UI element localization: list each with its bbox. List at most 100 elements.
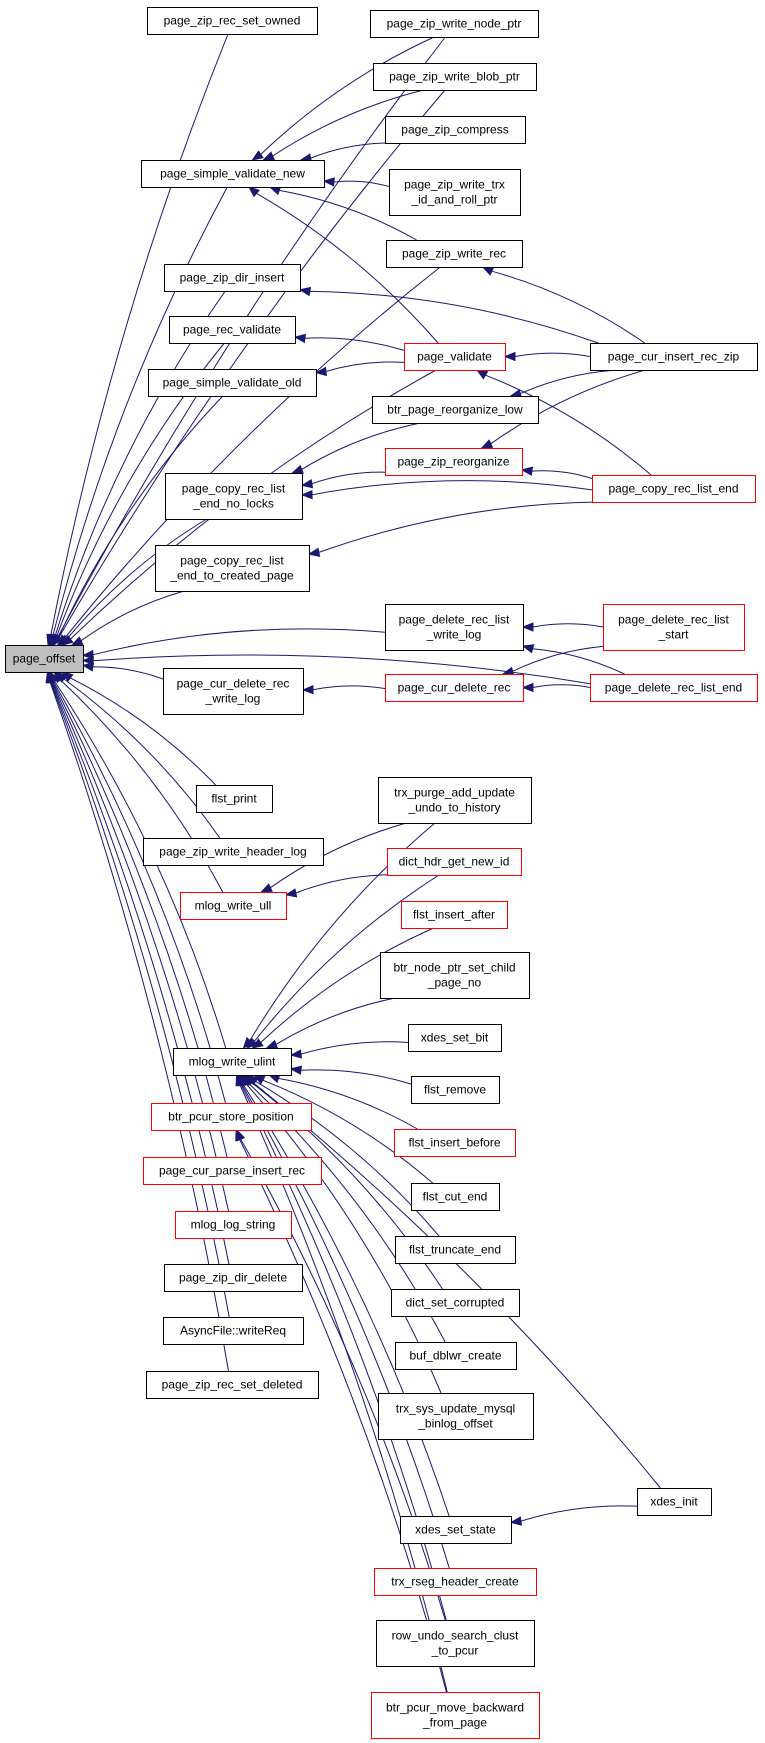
node-label: page_zip_write_rec xyxy=(402,247,506,261)
arrowhead-icon xyxy=(475,369,489,380)
node-btr-page-reorganize-low[interactable]: btr_page_reorganize_low xyxy=(372,396,539,424)
node-page-zip-rec-set-deleted[interactable]: page_zip_rec_set_deleted xyxy=(146,1371,319,1399)
node-box xyxy=(180,892,287,920)
node-dict-set-corrupted[interactable]: dict_set_corrupted xyxy=(391,1289,520,1317)
node-label: page_zip_dir_insert xyxy=(180,271,285,285)
node-box xyxy=(411,1183,500,1211)
node-mlog-write-ull[interactable]: mlog_write_ull xyxy=(180,892,287,920)
node-page-zip-write-header-log[interactable]: page_zip_write_header_log xyxy=(143,838,324,866)
node-mlog-write-ulint[interactable]: mlog_write_ulint xyxy=(173,1048,292,1076)
node-trx-rseg-header-create[interactable]: trx_rseg_header_create xyxy=(374,1568,537,1596)
node-label: _from_page xyxy=(422,1716,487,1730)
arrowhead-icon xyxy=(251,150,264,161)
node-box xyxy=(5,645,84,673)
node-page-cur-insert-rec-zip[interactable]: page_cur_insert_rec_zip xyxy=(590,343,758,371)
node-page-cur-delete-rec[interactable]: page_cur_delete_rec xyxy=(385,674,524,702)
node-label: flst_print xyxy=(211,792,257,806)
node-page-offset[interactable]: page_offset xyxy=(5,645,84,673)
arrowhead-icon xyxy=(314,366,327,377)
node-label: page_cur_parse_insert_rec xyxy=(159,1164,305,1178)
edge-page_copy_rec_list_end-to-page_zip_reorganize xyxy=(520,466,593,479)
edge-line xyxy=(278,1077,418,1130)
node-box xyxy=(169,316,296,344)
node-label: xdes_set_bit xyxy=(421,1031,489,1045)
node-page-zip-dir-insert[interactable]: page_zip_dir_insert xyxy=(164,264,301,292)
node-dict-hdr-get-new-id[interactable]: dict_hdr_get_new_id xyxy=(387,848,522,876)
node-label: page_zip_reorganize xyxy=(397,455,509,469)
node-label: btr_pcur_move_backward xyxy=(386,1701,524,1715)
node-xdes-set-bit[interactable]: xdes_set_bit xyxy=(408,1024,502,1052)
node-trx-purge-add-update-undo-to-history[interactable]: trx_purge_add_update_undo_to_history xyxy=(378,777,532,824)
node-page-simple-validate-new[interactable]: page_simple_validate_new xyxy=(141,160,325,188)
node-page-simple-validate-old[interactable]: page_simple_validate_old xyxy=(148,369,317,397)
edge-line xyxy=(262,1079,434,1184)
edge-line xyxy=(249,822,436,1041)
node-flst-print[interactable]: flst_print xyxy=(196,785,273,813)
edge-line xyxy=(300,1069,412,1085)
node-flst-insert-after[interactable]: flst_insert_after xyxy=(401,901,508,929)
node-label: page_delete_rec_list xyxy=(399,613,510,627)
node-label: page_validate xyxy=(417,350,492,364)
node-box xyxy=(175,1211,292,1239)
node-page-copy-rec-list-end-no-locks[interactable]: page_copy_rec_list_end_no_locks xyxy=(165,473,303,520)
node-page-cur-delete-rec-write-log[interactable]: page_cur_delete_rec_write_log xyxy=(163,668,304,715)
node-page-validate[interactable]: page_validate xyxy=(404,343,506,371)
node-page-zip-dir-delete[interactable]: page_zip_dir_delete xyxy=(164,1264,303,1292)
node-page-copy-rec-list-end[interactable]: page_copy_rec_list_end xyxy=(592,475,756,503)
node-xdes-init[interactable]: xdes_init xyxy=(637,1488,712,1516)
node-page-zip-rec-set-owned[interactable]: page_zip_rec_set_owned xyxy=(147,7,318,35)
node-page-rec-validate[interactable]: page_rec_validate xyxy=(169,316,296,344)
edge-line xyxy=(300,1041,409,1055)
node-flst-cut-end[interactable]: flst_cut_end xyxy=(411,1183,500,1211)
node-btr-pcur-move-backward-from-page[interactable]: btr_pcur_move_backward_from_page xyxy=(371,1692,540,1739)
arrowhead-icon xyxy=(244,1074,257,1086)
node-box xyxy=(387,848,522,876)
node-page-zip-write-trx-id-and-roll-ptr[interactable]: page_zip_write_trx_id_and_roll_ptr xyxy=(389,169,521,216)
node-label: mlog_write_ull xyxy=(195,899,272,913)
node-label: page_zip_rec_set_deleted xyxy=(162,1378,303,1392)
node-page-copy-rec-list-end-to-created-page[interactable]: page_copy_rec_list_end_to_created_page xyxy=(155,545,310,592)
node-flst-remove[interactable]: flst_remove xyxy=(411,1076,500,1104)
node-page-zip-reorganize[interactable]: page_zip_reorganize xyxy=(385,448,523,476)
node-trx-sys-update-mysql-binlog-offset[interactable]: trx_sys_update_mysql_binlog_offset xyxy=(378,1393,534,1440)
node-page-zip-write-rec[interactable]: page_zip_write_rec xyxy=(386,240,523,268)
arrowhead-icon xyxy=(45,670,55,684)
node-box xyxy=(385,116,526,144)
edge-line xyxy=(240,1138,446,1621)
node-xdes-set-state[interactable]: xdes_set_state xyxy=(400,1516,512,1544)
edge-dict_hdr_get_new_id-to-mlog_write_ull xyxy=(284,874,388,898)
node-label: page_zip_write_node_ptr xyxy=(387,17,522,31)
edge-page_zip_write_trx_id_and_roll_ptr-to-page_simple_validate_new xyxy=(322,177,390,187)
node-label: row_undo_search_clust xyxy=(392,1629,519,1643)
edge-line xyxy=(51,681,229,1212)
node-btr-pcur-store-position[interactable]: btr_pcur_store_position xyxy=(151,1103,312,1131)
node-page-zip-write-blob-ptr[interactable]: page_zip_write_blob_ptr xyxy=(373,63,537,91)
edge-btr_node_ptr_set_child_page_no-to-mlog_write_ulint xyxy=(265,997,396,1049)
node-label: page_cur_delete_rec xyxy=(177,677,290,691)
node-label: AsyncFile::writeReq xyxy=(180,1324,286,1338)
node-page-delete-rec-list-write-log[interactable]: page_delete_rec_list_write_log xyxy=(385,604,524,651)
edge-line xyxy=(304,337,405,351)
node-label: flst_cut_end xyxy=(423,1190,488,1204)
node-box xyxy=(395,1342,517,1370)
node-mlog-log-string[interactable]: mlog_log_string xyxy=(175,1211,292,1239)
node-page-zip-write-node-ptr[interactable]: page_zip_write_node_ptr xyxy=(370,10,539,38)
node-page-delete-rec-list-start[interactable]: page_delete_rec_list_start xyxy=(603,604,745,651)
node-page-cur-parse-insert-rec[interactable]: page_cur_parse_insert_rec xyxy=(143,1157,322,1185)
node-buf-dblwr-create[interactable]: buf_dblwr_create xyxy=(395,1342,517,1370)
node-asyncfile-writereq[interactable]: AsyncFile::writeReq xyxy=(163,1317,304,1345)
edge-line xyxy=(58,395,224,637)
node-page-zip-compress[interactable]: page_zip_compress xyxy=(385,116,526,144)
edge-line xyxy=(70,677,217,786)
node-page-delete-rec-list-end[interactable]: page_delete_rec_list_end xyxy=(590,674,758,702)
node-btr-node-ptr-set-child-page-no[interactable]: btr_node_ptr_set_child_page_no xyxy=(380,952,530,999)
arrowhead-icon xyxy=(298,286,312,297)
node-label: page_offset xyxy=(13,652,76,666)
node-row-undo-search-clust-to-pcur[interactable]: row_undo_search_clust_to_pcur xyxy=(376,1620,535,1667)
node-label: xdes_init xyxy=(650,1495,698,1509)
edge-page_cur_insert_rec_zip-to-page_validate xyxy=(503,351,591,362)
node-label: _id_and_roll_ptr xyxy=(410,193,497,207)
node-flst-insert-before[interactable]: flst_insert_before xyxy=(394,1129,516,1157)
edge-line xyxy=(490,369,646,445)
node-flst-truncate-end[interactable]: flst_truncate_end xyxy=(395,1236,516,1264)
